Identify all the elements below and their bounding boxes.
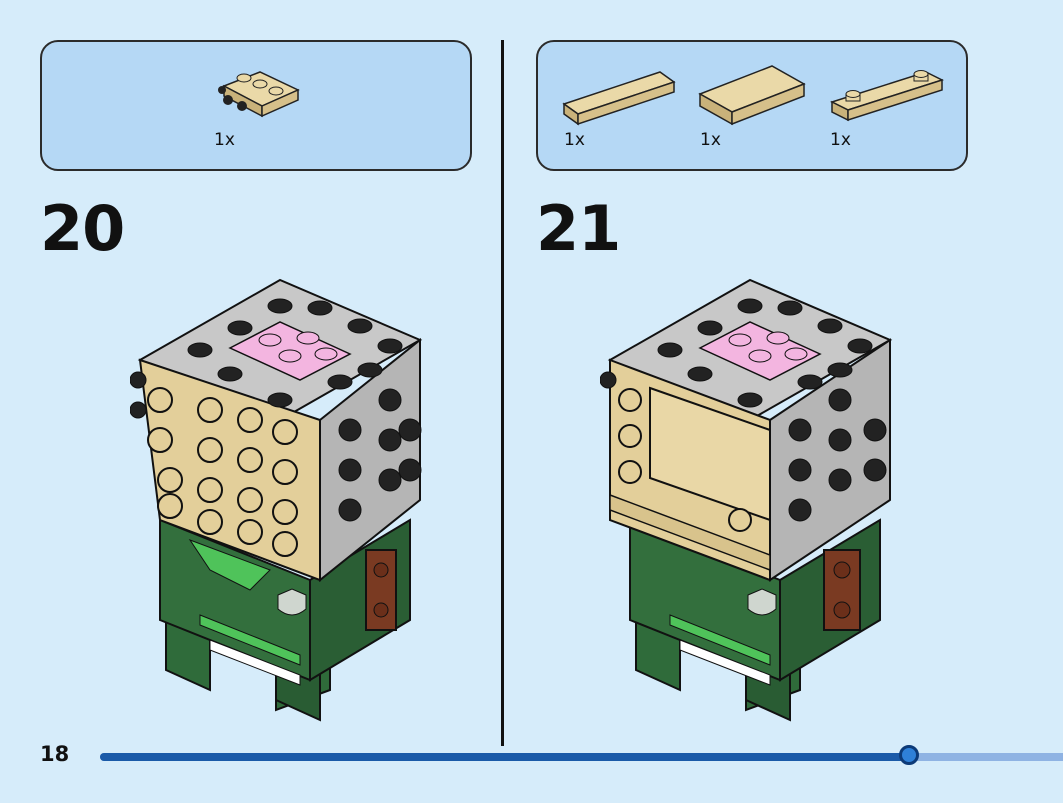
progress-fill — [100, 753, 909, 761]
part-quantity: 1x — [214, 130, 235, 150]
tan-tile-2x4-icon — [698, 65, 806, 126]
step-number: 21 — [536, 192, 621, 265]
tan-plate-1x4-with-two-studs-icon — [830, 70, 944, 122]
step-number: 20 — [40, 192, 125, 265]
part-quantity: 1x — [830, 130, 851, 150]
step-20-parts-callout: 1x — [40, 40, 472, 171]
brickheadz-model-step-21 — [600, 278, 893, 722]
tan-tile-1x4-icon — [562, 71, 676, 126]
step-21-parts-callout: 1x 1x 1x — [536, 40, 968, 171]
step-divider — [501, 40, 504, 746]
part-quantity: 1x — [700, 130, 721, 150]
progress-handle — [898, 745, 919, 765]
brickheadz-model-step-20 — [130, 278, 423, 722]
tan-plate-2x2-with-side-studs-icon — [218, 71, 300, 118]
part-quantity: 1x — [564, 130, 585, 150]
page-number: 18 — [40, 742, 70, 766]
progress-bar — [100, 745, 1063, 765]
